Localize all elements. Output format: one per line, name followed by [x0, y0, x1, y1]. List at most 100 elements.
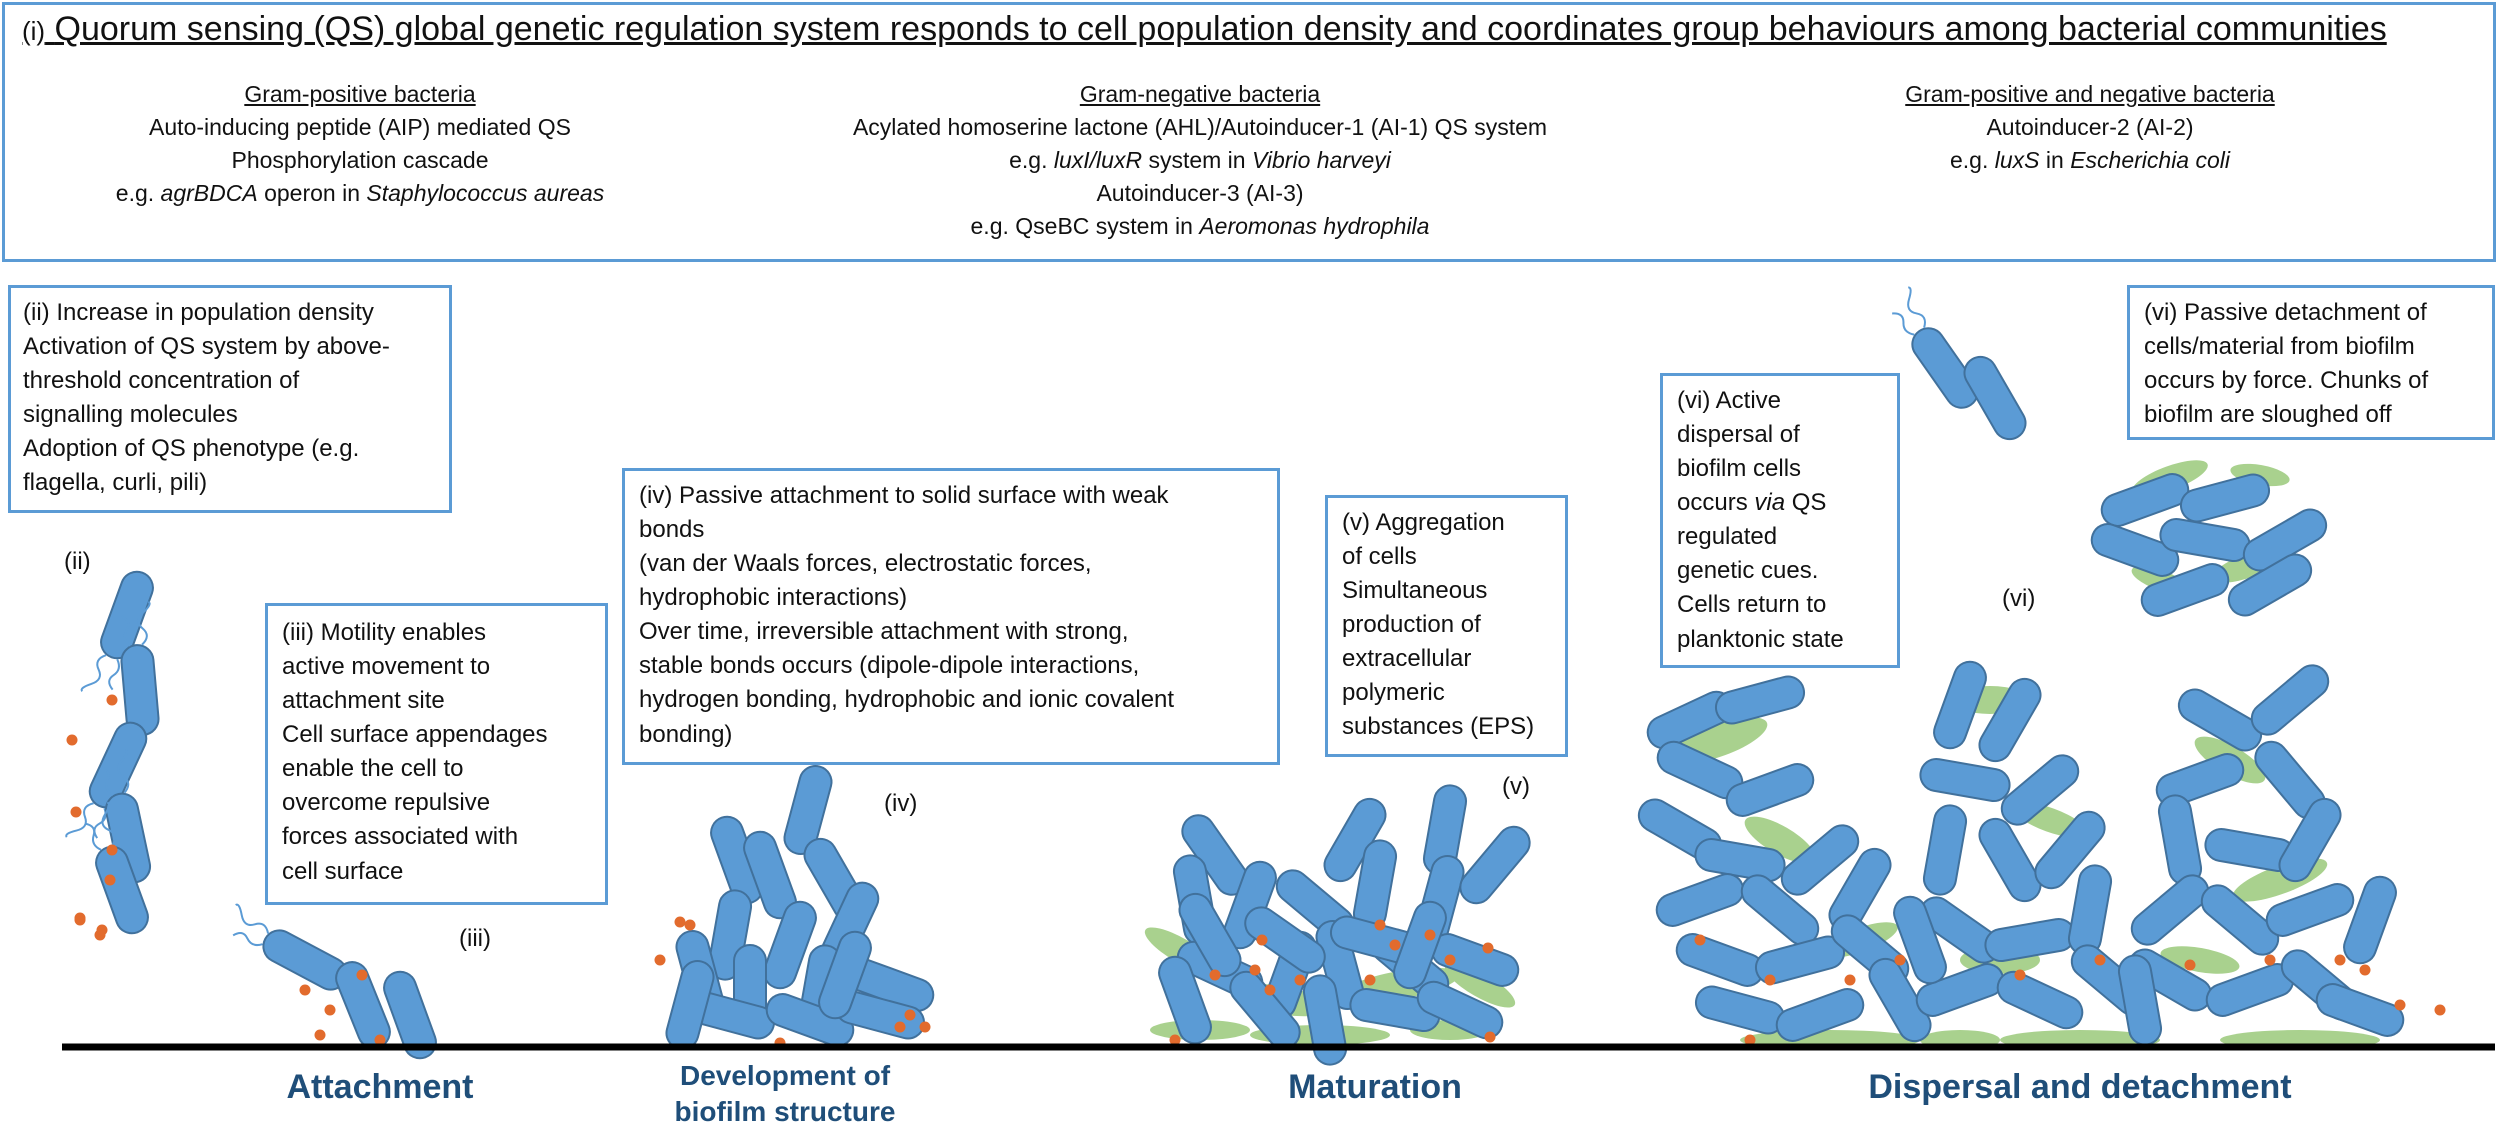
- signal-molecule: [674, 916, 686, 928]
- panel-i-number: (i): [22, 16, 46, 46]
- signal-molecule: [1764, 974, 1776, 986]
- signal-molecule: [904, 1009, 916, 1021]
- bacterium-cell: [818, 930, 872, 1020]
- bacterium-cell: [1963, 355, 2027, 441]
- signal-molecule: [1389, 939, 1401, 951]
- box-iii-line: cell surface: [282, 857, 404, 885]
- bacterium-cell: [2278, 797, 2342, 883]
- box-vi-active-line: biofilm cells: [1677, 455, 1802, 483]
- gram-negative-header: Gram-negative bacteria: [1079, 81, 1321, 107]
- box-iii-line: attachment site: [282, 687, 445, 715]
- signal-molecule: [2014, 969, 2026, 981]
- box-v-line: (v) Aggregation: [1342, 509, 1505, 536]
- signal-molecule: [1264, 984, 1276, 996]
- flagellum: [80, 654, 120, 692]
- box-iv: (iv) Passive attachment to solid surface…: [622, 468, 1280, 765]
- signal-molecule: [314, 1029, 326, 1041]
- bacterium-cell: [2100, 473, 2190, 527]
- bacteria-layer: [65, 286, 2405, 1066]
- box-ii-line: threshold concentration of: [23, 367, 300, 395]
- signal-molecule: [299, 984, 311, 996]
- box-ii-line: signalling molecules: [23, 401, 238, 429]
- box-vi-passive-line: (vi) Passive detachment of: [2144, 299, 2427, 326]
- box-vi-passive-line: biofilm are sloughed off: [2144, 401, 2392, 429]
- bacterium-cell: [2179, 473, 2271, 523]
- box-ii-line: (ii) Increase in population density: [23, 299, 374, 326]
- stage-dispersal: Dispersal and detachment: [1868, 1068, 2292, 1106]
- gram-positive-line: Phosphorylation cascade: [231, 146, 489, 173]
- box-vi-active-line: dispersal of: [1677, 421, 1800, 449]
- signal-molecule: [1249, 964, 1261, 976]
- box-iv-line: hydrophobic interactions): [639, 584, 908, 612]
- bacterium-cell: [2265, 883, 2355, 937]
- signal-molecule: [2094, 954, 2106, 966]
- label-v: (v): [1502, 773, 1530, 800]
- flagellum: [232, 903, 270, 947]
- box-ii-line: flagella, curli, pili): [23, 469, 208, 497]
- signal-molecule: [96, 924, 108, 936]
- box-vi-active-line: occurs via QS: [1677, 489, 1827, 517]
- panel-i-title-text: Quorum sensing (QS) global genetic regul…: [54, 10, 2387, 48]
- gram-negative-line: Autoinducer-3 (AI-3): [1096, 179, 1304, 206]
- bacterium-cell: [1725, 763, 1815, 817]
- bacterium-cell: [2343, 875, 2397, 965]
- box-vi-active: (vi) Active dispersal of biofilm cells o…: [1660, 373, 1900, 668]
- flagellum: [121, 601, 151, 647]
- box-ii-line: Activation of QS system by above-: [23, 333, 390, 361]
- stage-development-line: Development of: [679, 1060, 891, 1091]
- box-iv-line: hydrogen bonding, hydrophobic and ionic …: [639, 686, 1175, 714]
- signal-molecule: [2359, 964, 2371, 976]
- signal-molecule: [74, 912, 86, 924]
- signal-molecule: [894, 1021, 906, 1033]
- signal-molecule: [70, 806, 82, 818]
- signal-molecule: [1209, 969, 1221, 981]
- box-iv-line: bonds: [639, 516, 705, 544]
- box-v: (v) Aggregation of cells Simultaneous pr…: [1325, 495, 1568, 757]
- bacterium-cell: [95, 845, 149, 935]
- gram-both-column: Gram-positive and negative bacteria Auto…: [1800, 78, 2380, 177]
- signal-molecule: [654, 954, 666, 966]
- stage-maturation: Maturation: [1288, 1068, 1462, 1106]
- box-vi-active-line: (vi) Active: [1677, 387, 1782, 414]
- box-vi-active-line: planktonic state: [1677, 625, 1844, 653]
- bacterium-cell: [1694, 985, 1786, 1035]
- eps-patch: [1744, 816, 1816, 864]
- signal-molecule: [1844, 974, 1856, 986]
- bacterium-cell: [1919, 757, 2011, 803]
- bacterium-cell: [2090, 523, 2180, 577]
- signal-molecule: [1482, 942, 1494, 954]
- bacterium-cell: [2200, 884, 2280, 956]
- bacterium-cell: [1675, 933, 1765, 987]
- gram-positive-column: Gram-positive bacteria Auto-inducing pep…: [60, 78, 660, 210]
- box-iv-line: (iv) Passive attachment to solid surface…: [639, 482, 1169, 509]
- gram-negative-example: e.g. luxI/luxR system in Vibrio harveyi: [1009, 146, 1391, 173]
- bacterium-cell: [1244, 906, 1326, 974]
- bacterium-cell: [383, 970, 437, 1060]
- bacterium-cell: [1780, 824, 1860, 896]
- signal-molecule: [66, 734, 78, 746]
- box-vi-active-line: Cells return to: [1677, 591, 1827, 619]
- box-vi-active-line: genetic cues.: [1677, 557, 1819, 585]
- box-iv-line: bonding): [639, 720, 733, 748]
- bacterium-cell: [2140, 563, 2230, 617]
- bacterium-cell: [2155, 753, 2245, 807]
- gram-positive-example: e.g. agrBDCA operon in Staphylococcus au…: [115, 179, 605, 206]
- signal-molecule: [1294, 974, 1306, 986]
- bacterium-cell: [1714, 675, 1806, 725]
- stage-attachment: Attachment: [286, 1068, 474, 1106]
- signal-molecule: [1256, 934, 1268, 946]
- bacterium-cell: [100, 570, 154, 660]
- box-vi-active-line: regulated: [1677, 523, 1778, 551]
- bacterium-cell: [1911, 327, 1979, 409]
- box-iv-line: Over time, irreversible attachment with …: [639, 618, 1129, 646]
- bacterium-cell: [2067, 864, 2113, 956]
- stage-development-line: biofilm structure: [674, 1096, 896, 1128]
- label-iii: (iii): [459, 925, 491, 952]
- bacterium-cell: [1996, 970, 2084, 1030]
- gram-negative-column: Gram-negative bacteria Acylated homoseri…: [760, 78, 1640, 242]
- signal-molecule: [1169, 1034, 1181, 1046]
- bacterium-cell: [1694, 837, 1786, 883]
- box-iv-line: (van der Waals forces, electrostatic for…: [639, 550, 1092, 578]
- signal-molecule: [1694, 934, 1706, 946]
- gram-both-header: Gram-positive and negative bacteria: [1905, 81, 2275, 107]
